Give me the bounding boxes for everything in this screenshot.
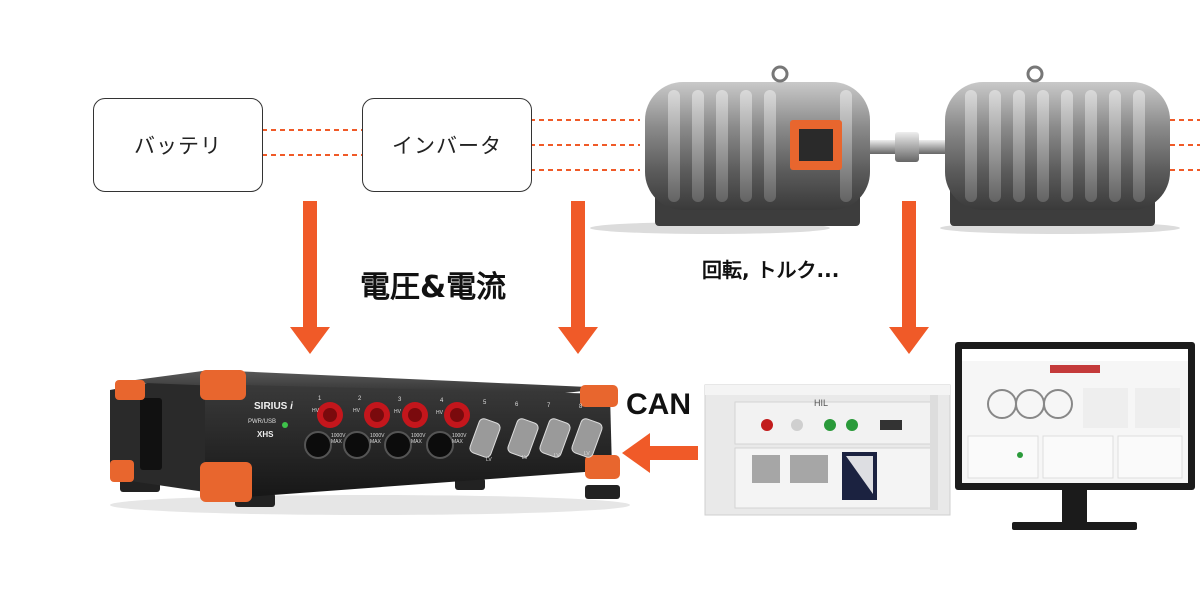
- hv-label-3: HV: [394, 409, 401, 415]
- rating-1-volt: 1000V: [331, 433, 346, 439]
- battery-label: バッテリ: [134, 134, 222, 158]
- rating-2-volt: 1000V: [370, 433, 385, 439]
- rating-3-volt: 1000V: [411, 433, 426, 439]
- inverter-label: インバータ: [392, 134, 502, 158]
- hil-monitor: [955, 342, 1195, 530]
- inverter-node: インバータ: [362, 98, 532, 192]
- rating-3-max: MAX: [411, 439, 422, 445]
- rotation-torque-label: 回転, トルク...: [702, 258, 840, 282]
- lv-label-5: LV: [486, 457, 492, 463]
- device-brand-mark: i: [290, 401, 293, 412]
- rating-4-max: MAX: [452, 439, 463, 445]
- rating-4-volt: 1000V: [452, 433, 467, 439]
- device-brand-name: SIRIUS: [254, 401, 288, 412]
- hv-label-1: HV: [312, 408, 319, 414]
- voltage-current-label: 電圧&電流: [360, 270, 507, 305]
- arrow-inverter-down: [558, 201, 598, 354]
- hv-channel-4: 4: [440, 398, 444, 404]
- hil-rack: [704, 384, 951, 516]
- device-model: XHS: [257, 430, 274, 439]
- hv-label-4: HV: [436, 410, 443, 416]
- hv-channel-2: 2: [358, 396, 362, 402]
- can-label: CAN: [626, 388, 691, 421]
- rating-1-max: MAX: [331, 439, 342, 445]
- motor-coupling: [870, 132, 945, 162]
- hv-label-2: HV: [353, 408, 360, 414]
- rating-2-max: MAX: [370, 439, 381, 445]
- hv-channel-1: 1: [318, 396, 322, 402]
- arrow-can-left: [622, 433, 698, 473]
- pwr-usb-label: PWR/USB: [248, 419, 277, 425]
- lv-label-8: LV: [584, 451, 590, 457]
- arrow-battery-down: [290, 201, 330, 354]
- lv-channel-6: 6: [515, 402, 519, 408]
- lv-channel-5: 5: [483, 400, 487, 406]
- lv-label-7: LV: [554, 453, 560, 459]
- hil-title: HIL: [814, 398, 829, 408]
- hv-channel-3: 3: [398, 397, 402, 403]
- lv-channel-8: 8: [579, 404, 583, 410]
- right-motor: [940, 65, 1180, 234]
- device-brand: SIRIUS i: [254, 401, 293, 412]
- lv-label-6: LV: [522, 455, 528, 461]
- lv-channel-7: 7: [547, 403, 551, 409]
- battery-node: バッテリ: [93, 98, 263, 192]
- left-motor: [590, 65, 870, 234]
- arrow-motor-down: [889, 201, 929, 354]
